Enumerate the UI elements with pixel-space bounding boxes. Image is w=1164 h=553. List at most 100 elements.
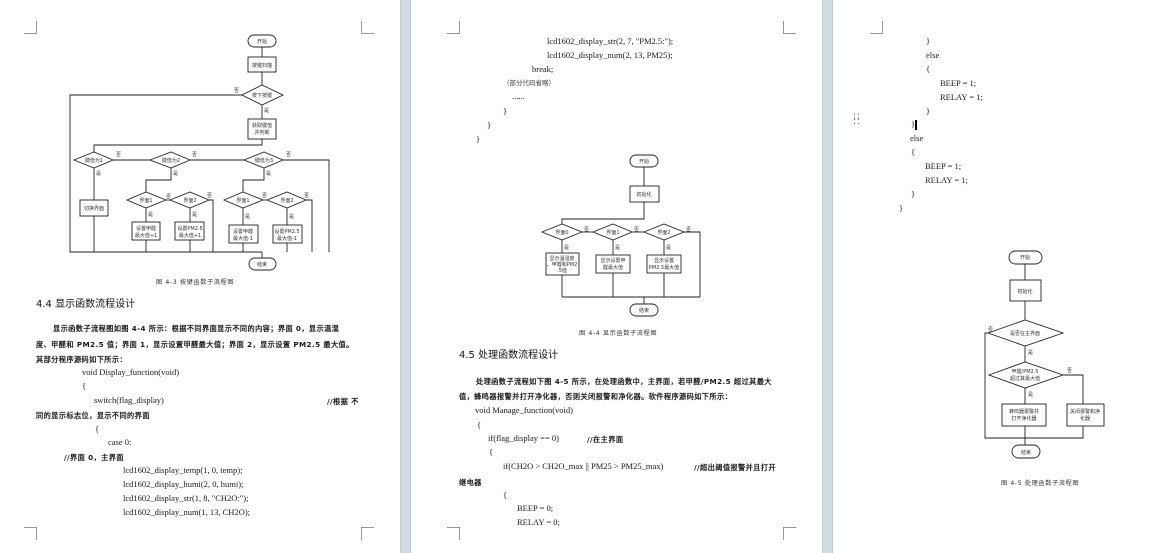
- svg-text:甲醛/PM2.5: 甲醛/PM2.5: [1012, 368, 1039, 375]
- page-corner-mark: [361, 21, 374, 34]
- code-line: case 0:: [108, 437, 132, 447]
- document-page-2[interactable]: lcd1602_display_str(2, 7, "PM2.5:"); lcd…: [411, 0, 822, 553]
- svg-text:否: 否: [116, 152, 121, 158]
- page-corner-mark: [361, 527, 374, 540]
- svg-text:是: 是: [615, 245, 620, 251]
- code-line: RELAY = 0;: [517, 517, 560, 527]
- code-comment: //超出阈值报警并且打开: [694, 463, 776, 472]
- svg-text:否: 否: [234, 88, 239, 94]
- svg-text:设置甲醛: 设置甲醛: [136, 225, 156, 232]
- code-line: }: [911, 189, 916, 199]
- svg-text:开始: 开始: [1020, 254, 1030, 261]
- text-cursor: [915, 120, 917, 130]
- svg-text:化器: 化器: [1080, 415, 1090, 422]
- svg-text:获取键值: 获取键值: [252, 122, 272, 129]
- code-comment: //界面 0，主界面: [64, 453, 124, 462]
- code-line: lcd1602_display_num(2, 13, PM25);: [547, 50, 673, 60]
- svg-text:结束: 结束: [1021, 449, 1031, 456]
- code-line: switch(flag_display): [94, 395, 164, 405]
- svg-text:初始化: 初始化: [636, 191, 651, 198]
- code-line: }: [503, 106, 508, 116]
- svg-text:键值为1: 键值为1: [85, 157, 103, 164]
- code-line: {: [926, 64, 931, 74]
- paragraph-line: 显示函数子流程图如图 4-4 所示：根据不同界面显示不同的内容；界面 0，显示温…: [53, 324, 340, 333]
- svg-text:界面2: 界面2: [657, 230, 670, 236]
- page-corner-mark: [783, 21, 796, 34]
- code-line: void Manage_function(void): [475, 405, 573, 415]
- svg-text:是: 是: [1028, 392, 1033, 398]
- svg-text:否: 否: [988, 327, 993, 333]
- svg-text:是: 是: [245, 214, 250, 220]
- svg-text:设置甲醛: 设置甲醛: [233, 228, 253, 235]
- code-line: {: [95, 424, 100, 434]
- page-gap: [400, 0, 411, 553]
- svg-text:蜂鸣器报警并: 蜂鸣器报警并: [1009, 408, 1039, 415]
- manage-function-flowchart-detail: 开始 初始化 是否在主界面 甲醛/PM2.5 超过其最大值 蜂鸣器报警并 打开净…: [833, 235, 1164, 475]
- drag-handle-icon[interactable]: ⁚⁚⁚⁚: [853, 113, 861, 127]
- document-page-1[interactable]: 开始 按键扫描 按下按键 获取键值 并判断 键值为1 键值为2 键值为3 切换界…: [0, 0, 400, 553]
- code-line: lcd1602_display_str(1, 8, "CH2O:");: [123, 493, 249, 503]
- svg-text:否: 否: [207, 193, 212, 199]
- svg-text:、甲醛和PM2: 、甲醛和PM2: [547, 261, 578, 268]
- figure-caption: 图 4-4 显示函数子流程图: [579, 330, 658, 337]
- paragraph-line: 其部分程序源码如下所示：: [36, 355, 128, 364]
- svg-text:是: 是: [289, 214, 294, 220]
- svg-text:设置PM2.5: 设置PM2.5: [177, 225, 202, 232]
- svg-text:界面2: 界面2: [183, 198, 196, 204]
- svg-text:界面1: 界面1: [236, 198, 249, 204]
- svg-text:是: 是: [96, 171, 101, 177]
- svg-text:醛最大值: 醛最大值: [603, 264, 623, 271]
- svg-text:否: 否: [686, 227, 691, 233]
- svg-text:否: 否: [166, 194, 171, 200]
- svg-text:打开净化器: 打开净化器: [1011, 415, 1036, 422]
- page-gap: [822, 0, 833, 553]
- svg-text:显示设置甲: 显示设置甲: [600, 257, 625, 264]
- paragraph-line: 值，蜂鸣器报警并打开净化器，否则关闭报警和净化器。软件程序源码如下所示：: [459, 392, 733, 401]
- document-page-3[interactable]: } else { BEEP = 1; RELAY = 1; } ⁚⁚⁚⁚ } e…: [833, 0, 1164, 553]
- page-corner-mark: [447, 21, 460, 34]
- svg-text:界面0: 界面0: [555, 230, 568, 236]
- svg-text:是: 是: [266, 171, 271, 177]
- paragraph-line: 度、甲醛和 PM2.5 值；界面 1，显示设置甲醛最大值；界面 2，显示设置 P…: [36, 340, 354, 349]
- code-line: }: [926, 36, 931, 46]
- svg-text:键值为3: 键值为3: [255, 157, 273, 164]
- code-line: BEEP = 0;: [517, 503, 554, 513]
- section-heading: 4.4 显示函数流程设计: [36, 299, 136, 310]
- code-comment: 同的显示标志位，显示不同的界面: [36, 411, 150, 420]
- page-corner-mark: [24, 21, 37, 34]
- svg-text:并判断: 并判断: [254, 129, 269, 136]
- key-function-flowchart: 开始 按键扫描 按下按键 获取键值 并判断 键值为1 键值为2 键值为3 切换界…: [69, 34, 330, 271]
- svg-text:最大值+1: 最大值+1: [179, 232, 201, 239]
- code-line: {: [503, 490, 508, 500]
- code-line: lcd1602_display_temp(1, 0, temp);: [123, 465, 243, 475]
- code-line: {: [911, 147, 916, 157]
- svg-text:初始化: 初始化: [1017, 288, 1032, 295]
- figure-caption: 图 4-3 按键函数子流程图: [156, 279, 235, 286]
- page-corner-mark: [24, 527, 37, 540]
- page-corner-mark: [870, 21, 883, 34]
- svg-text:PM2.5最大值: PM2.5最大值: [649, 264, 679, 271]
- svg-text:键值为2: 键值为2: [162, 157, 180, 164]
- code-line: else: [926, 50, 940, 60]
- svg-text:显示设置: 显示设置: [654, 257, 674, 264]
- page-corner-mark: [783, 527, 796, 540]
- svg-text:结束: 结束: [257, 261, 267, 268]
- svg-text:最大值+1: 最大值+1: [135, 232, 157, 239]
- code-line: }: [899, 203, 904, 213]
- svg-text:否: 否: [286, 152, 291, 158]
- svg-text:否: 否: [1067, 368, 1072, 374]
- code-line: }: [487, 120, 492, 130]
- svg-text:开始: 开始: [639, 158, 649, 165]
- svg-text:否: 否: [634, 227, 639, 233]
- svg-text:设置PM2.5: 设置PM2.5: [274, 228, 299, 235]
- svg-text:否: 否: [262, 193, 267, 199]
- code-line: if(flag_display == 0): [488, 433, 559, 443]
- svg-text:是: 是: [192, 212, 197, 218]
- svg-text:最大值-1: 最大值-1: [277, 235, 297, 242]
- svg-text:否: 否: [304, 193, 309, 199]
- paragraph-line: 处理函数子流程如下图 4-5 所示，在处理函数中，主界面，若甲醛/PM2.5 超…: [476, 377, 772, 386]
- code-comment: //根据 不: [327, 397, 359, 406]
- svg-text:显示温湿度: 显示温湿度: [549, 255, 574, 262]
- svg-text:否: 否: [584, 227, 589, 233]
- code-line: lcd1602_display_humi(2, 0, humi);: [123, 479, 244, 489]
